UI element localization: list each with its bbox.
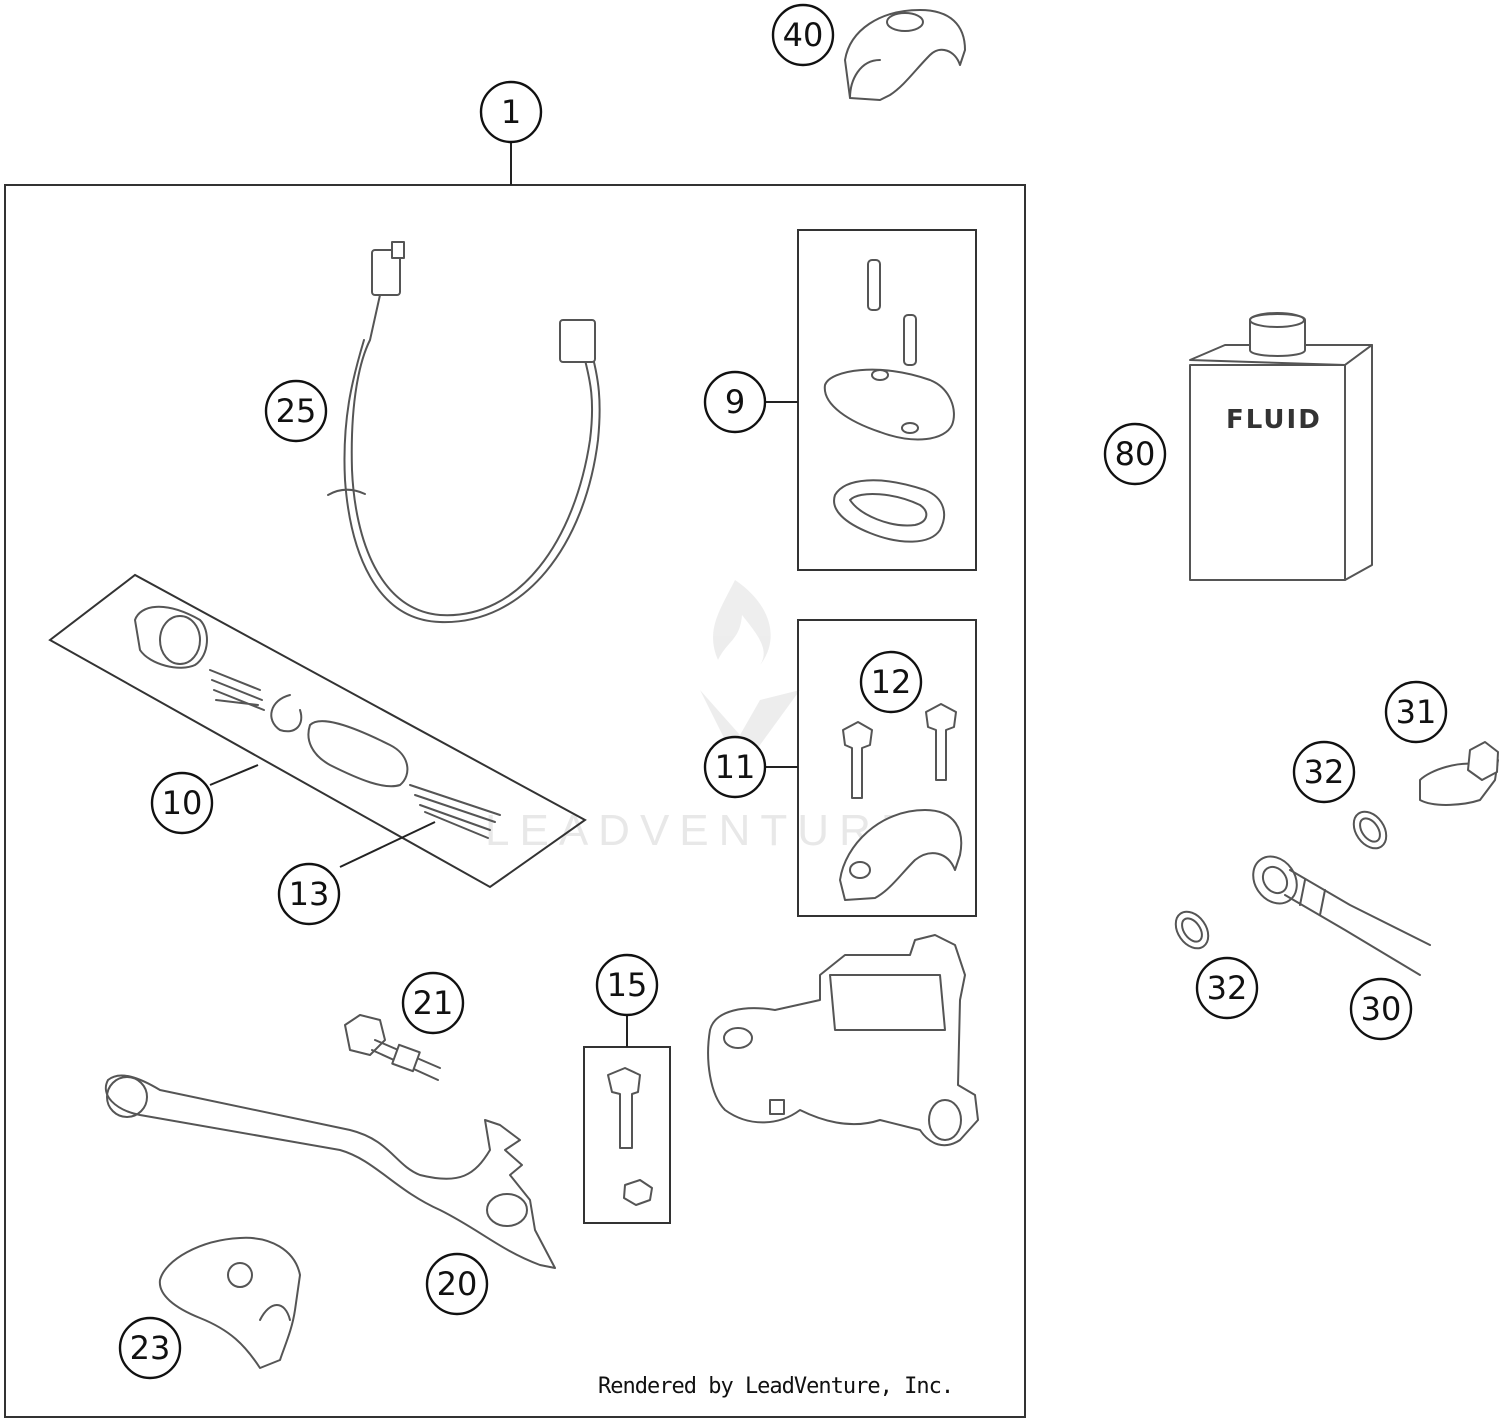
svg-text:32: 32 bbox=[1304, 753, 1345, 791]
svg-text:80: 80 bbox=[1115, 435, 1156, 473]
callout-20: 20 bbox=[425, 1252, 489, 1316]
part-wire-25 bbox=[327, 241, 601, 624]
callout-1: 1 bbox=[479, 80, 543, 144]
part-washer-32b bbox=[1174, 910, 1210, 950]
svg-text:31: 31 bbox=[1396, 693, 1437, 731]
part-lever-20 bbox=[105, 1074, 556, 1269]
render-credit: Rendered by LeadVenture, Inc. bbox=[598, 1374, 954, 1399]
kit-box-9 bbox=[797, 229, 977, 571]
callout-13: 13 bbox=[277, 862, 341, 926]
svg-text:1: 1 bbox=[501, 93, 521, 131]
watermark-logo: LEADVENTURE bbox=[485, 580, 920, 855]
callout-32-upper: 32 bbox=[1292, 740, 1356, 804]
part-cover-23 bbox=[158, 1236, 301, 1369]
kit-frame bbox=[4, 184, 1026, 1418]
svg-text:21: 21 bbox=[413, 984, 454, 1022]
svg-text:12: 12 bbox=[871, 663, 912, 701]
callout-40: 40 bbox=[771, 3, 835, 67]
svg-text:13: 13 bbox=[289, 875, 330, 913]
part-reservoir-cover-9 bbox=[823, 259, 955, 543]
callout-30: 30 bbox=[1349, 977, 1413, 1041]
part-washer-32a bbox=[1352, 810, 1388, 850]
part-master-cylinder bbox=[707, 934, 979, 1147]
svg-text:30: 30 bbox=[1361, 990, 1402, 1028]
svg-text:10: 10 bbox=[162, 784, 203, 822]
callout-32-lower: 32 bbox=[1195, 956, 1259, 1020]
part-clamp-40 bbox=[844, 9, 966, 101]
fluid-label: FLUID bbox=[1226, 405, 1322, 435]
callout-11: 11 bbox=[703, 735, 767, 799]
svg-text:15: 15 bbox=[607, 966, 648, 1004]
svg-text:32: 32 bbox=[1207, 969, 1248, 1007]
svg-text:11: 11 bbox=[715, 748, 756, 786]
callout-25: 25 bbox=[264, 379, 328, 443]
part-clamp-kit-11 bbox=[839, 703, 963, 901]
part-adjuster-21 bbox=[344, 1014, 441, 1081]
svg-text:20: 20 bbox=[437, 1265, 478, 1303]
svg-text:25: 25 bbox=[276, 392, 317, 430]
part-fluid-bottle-80: FLUID bbox=[1189, 312, 1373, 581]
svg-text:9: 9 bbox=[725, 383, 745, 421]
callout-21: 21 bbox=[401, 971, 465, 1035]
callout-23: 23 bbox=[118, 1316, 182, 1380]
callout-80: 80 bbox=[1103, 422, 1167, 486]
svg-text:40: 40 bbox=[783, 16, 824, 54]
callout-31: 31 bbox=[1384, 680, 1448, 744]
part-brake-line-30 bbox=[1252, 855, 1431, 976]
callout-10: 10 bbox=[150, 771, 214, 835]
callout-9: 9 bbox=[703, 370, 767, 434]
part-pivot-bolt-15 bbox=[607, 1067, 653, 1206]
part-piston-kit-10 bbox=[48, 573, 587, 889]
callout-15: 15 bbox=[595, 953, 659, 1017]
part-banjo-bolt-31 bbox=[1419, 741, 1499, 806]
svg-text:23: 23 bbox=[130, 1329, 171, 1367]
watermark-text: LEADVENTURE bbox=[485, 806, 920, 855]
callout-12: 12 bbox=[859, 650, 923, 714]
